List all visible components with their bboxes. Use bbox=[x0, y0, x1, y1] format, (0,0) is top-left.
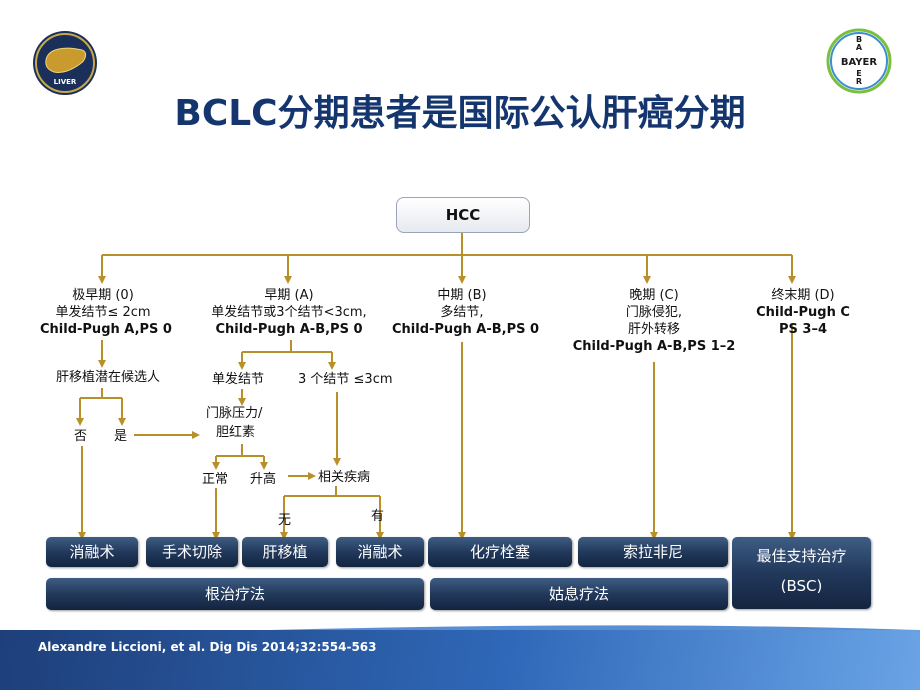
stage-intermediate: 中期 (B) 多结节, Child-Pugh A-B,PS 0 bbox=[392, 287, 540, 338]
svg-text:E: E bbox=[856, 69, 861, 78]
stage-terminal: 终末期 (D) Child-Pugh C PS 3–4 bbox=[748, 287, 858, 338]
portal-pressure-label: 门脉压力/ bbox=[206, 406, 263, 421]
page-title: BCLC分期患者是国际公认肝癌分期 bbox=[174, 93, 746, 134]
stage-early-name: 早期 (A) bbox=[264, 288, 314, 303]
liver-logo: LIVER bbox=[33, 31, 97, 95]
resection-box: 手术切除 bbox=[146, 537, 238, 567]
svg-text:B: B bbox=[856, 35, 862, 44]
curative-group-bar: 根治疗法 bbox=[46, 578, 424, 610]
normal-label: 正常 bbox=[202, 472, 229, 487]
stage-early: 早期 (A) 单发结节或3个结节<3cm, Child-Pugh A-B,PS … bbox=[196, 287, 382, 338]
have-label: 有 bbox=[371, 509, 385, 524]
stage-terminal-name: 终末期 (D) bbox=[771, 288, 835, 303]
stage-advanced-line2: 门脉侵犯, bbox=[625, 305, 683, 320]
bayer-cross-icon: BA ER bbox=[856, 35, 863, 86]
stage-very-early-name: 极早期 (0) bbox=[72, 288, 134, 303]
stage-intermediate-line2: 多结节, bbox=[440, 305, 484, 320]
stage-advanced-line4: Child-Pugh A-B,PS 1–2 bbox=[572, 339, 736, 354]
sorafenib-box: 索拉非尼 bbox=[578, 537, 728, 567]
ablation-box-2: 消融术 bbox=[336, 537, 424, 567]
none-label: 无 bbox=[278, 513, 292, 528]
hcc-root-node: HCC bbox=[396, 197, 530, 233]
stage-terminal-line2: Child-Pugh C bbox=[756, 305, 850, 320]
stage-very-early: 极早期 (0) 单发结节≤ 2cm Child-Pugh A,PS 0 bbox=[40, 287, 172, 338]
stage-advanced-name: 晚期 (C) bbox=[629, 288, 679, 303]
stage-intermediate-name: 中期 (B) bbox=[437, 288, 487, 303]
no-label: 否 bbox=[74, 429, 88, 444]
single-nodule-label: 单发结节 bbox=[212, 372, 265, 387]
stage-intermediate-line3: Child-Pugh A-B,PS 0 bbox=[392, 322, 540, 337]
three-nodules-label: 3 个结节 ≤3cm bbox=[298, 372, 393, 387]
liver-icon bbox=[45, 47, 87, 73]
stage-advanced-line3: 肝外转移 bbox=[627, 322, 680, 337]
footer-bar bbox=[0, 630, 920, 690]
tace-box: 化疗栓塞 bbox=[428, 537, 572, 567]
svg-text:R: R bbox=[856, 77, 862, 86]
bsc-label: 最佳支持治疗 bbox=[756, 547, 847, 565]
svg-text:A: A bbox=[856, 43, 863, 52]
ablation-box-1: 消融术 bbox=[46, 537, 138, 567]
bayer-logo: BAYER BA ER bbox=[826, 28, 892, 94]
stage-early-line3: Child-Pugh A-B,PS 0 bbox=[215, 322, 363, 337]
stage-very-early-line2: 单发结节≤ 2cm bbox=[55, 305, 151, 320]
palliative-group-bar: 姑息疗法 bbox=[430, 578, 728, 610]
related-disease-label: 相关疾病 bbox=[318, 470, 371, 485]
citation: Alexandre Liccioni, et al. Dig Dis 2014;… bbox=[38, 640, 377, 654]
bsc-abbrev: (BSC) bbox=[780, 577, 823, 595]
bilirubin-label: 胆红素 bbox=[216, 425, 256, 440]
elevated-label: 升高 bbox=[250, 472, 277, 487]
bsc-box: 最佳支持治疗 (BSC) bbox=[732, 537, 871, 609]
stage-early-line2: 单发结节或3个结节<3cm, bbox=[211, 305, 367, 320]
bayer-logo-text: BAYER bbox=[841, 57, 877, 68]
stage-terminal-line3: PS 3–4 bbox=[778, 322, 827, 337]
yes-label: 是 bbox=[114, 429, 128, 444]
stage-advanced: 晚期 (C) 门脉侵犯, 肝外转移 Child-Pugh A-B,PS 1–2 bbox=[566, 287, 742, 355]
stage-very-early-line3: Child-Pugh A,PS 0 bbox=[40, 322, 172, 337]
liver-transplant-box: 肝移植 bbox=[242, 537, 328, 567]
transplant-candidate-label: 肝移植潜在候选人 bbox=[56, 370, 161, 385]
liver-logo-text: LIVER bbox=[54, 78, 77, 86]
